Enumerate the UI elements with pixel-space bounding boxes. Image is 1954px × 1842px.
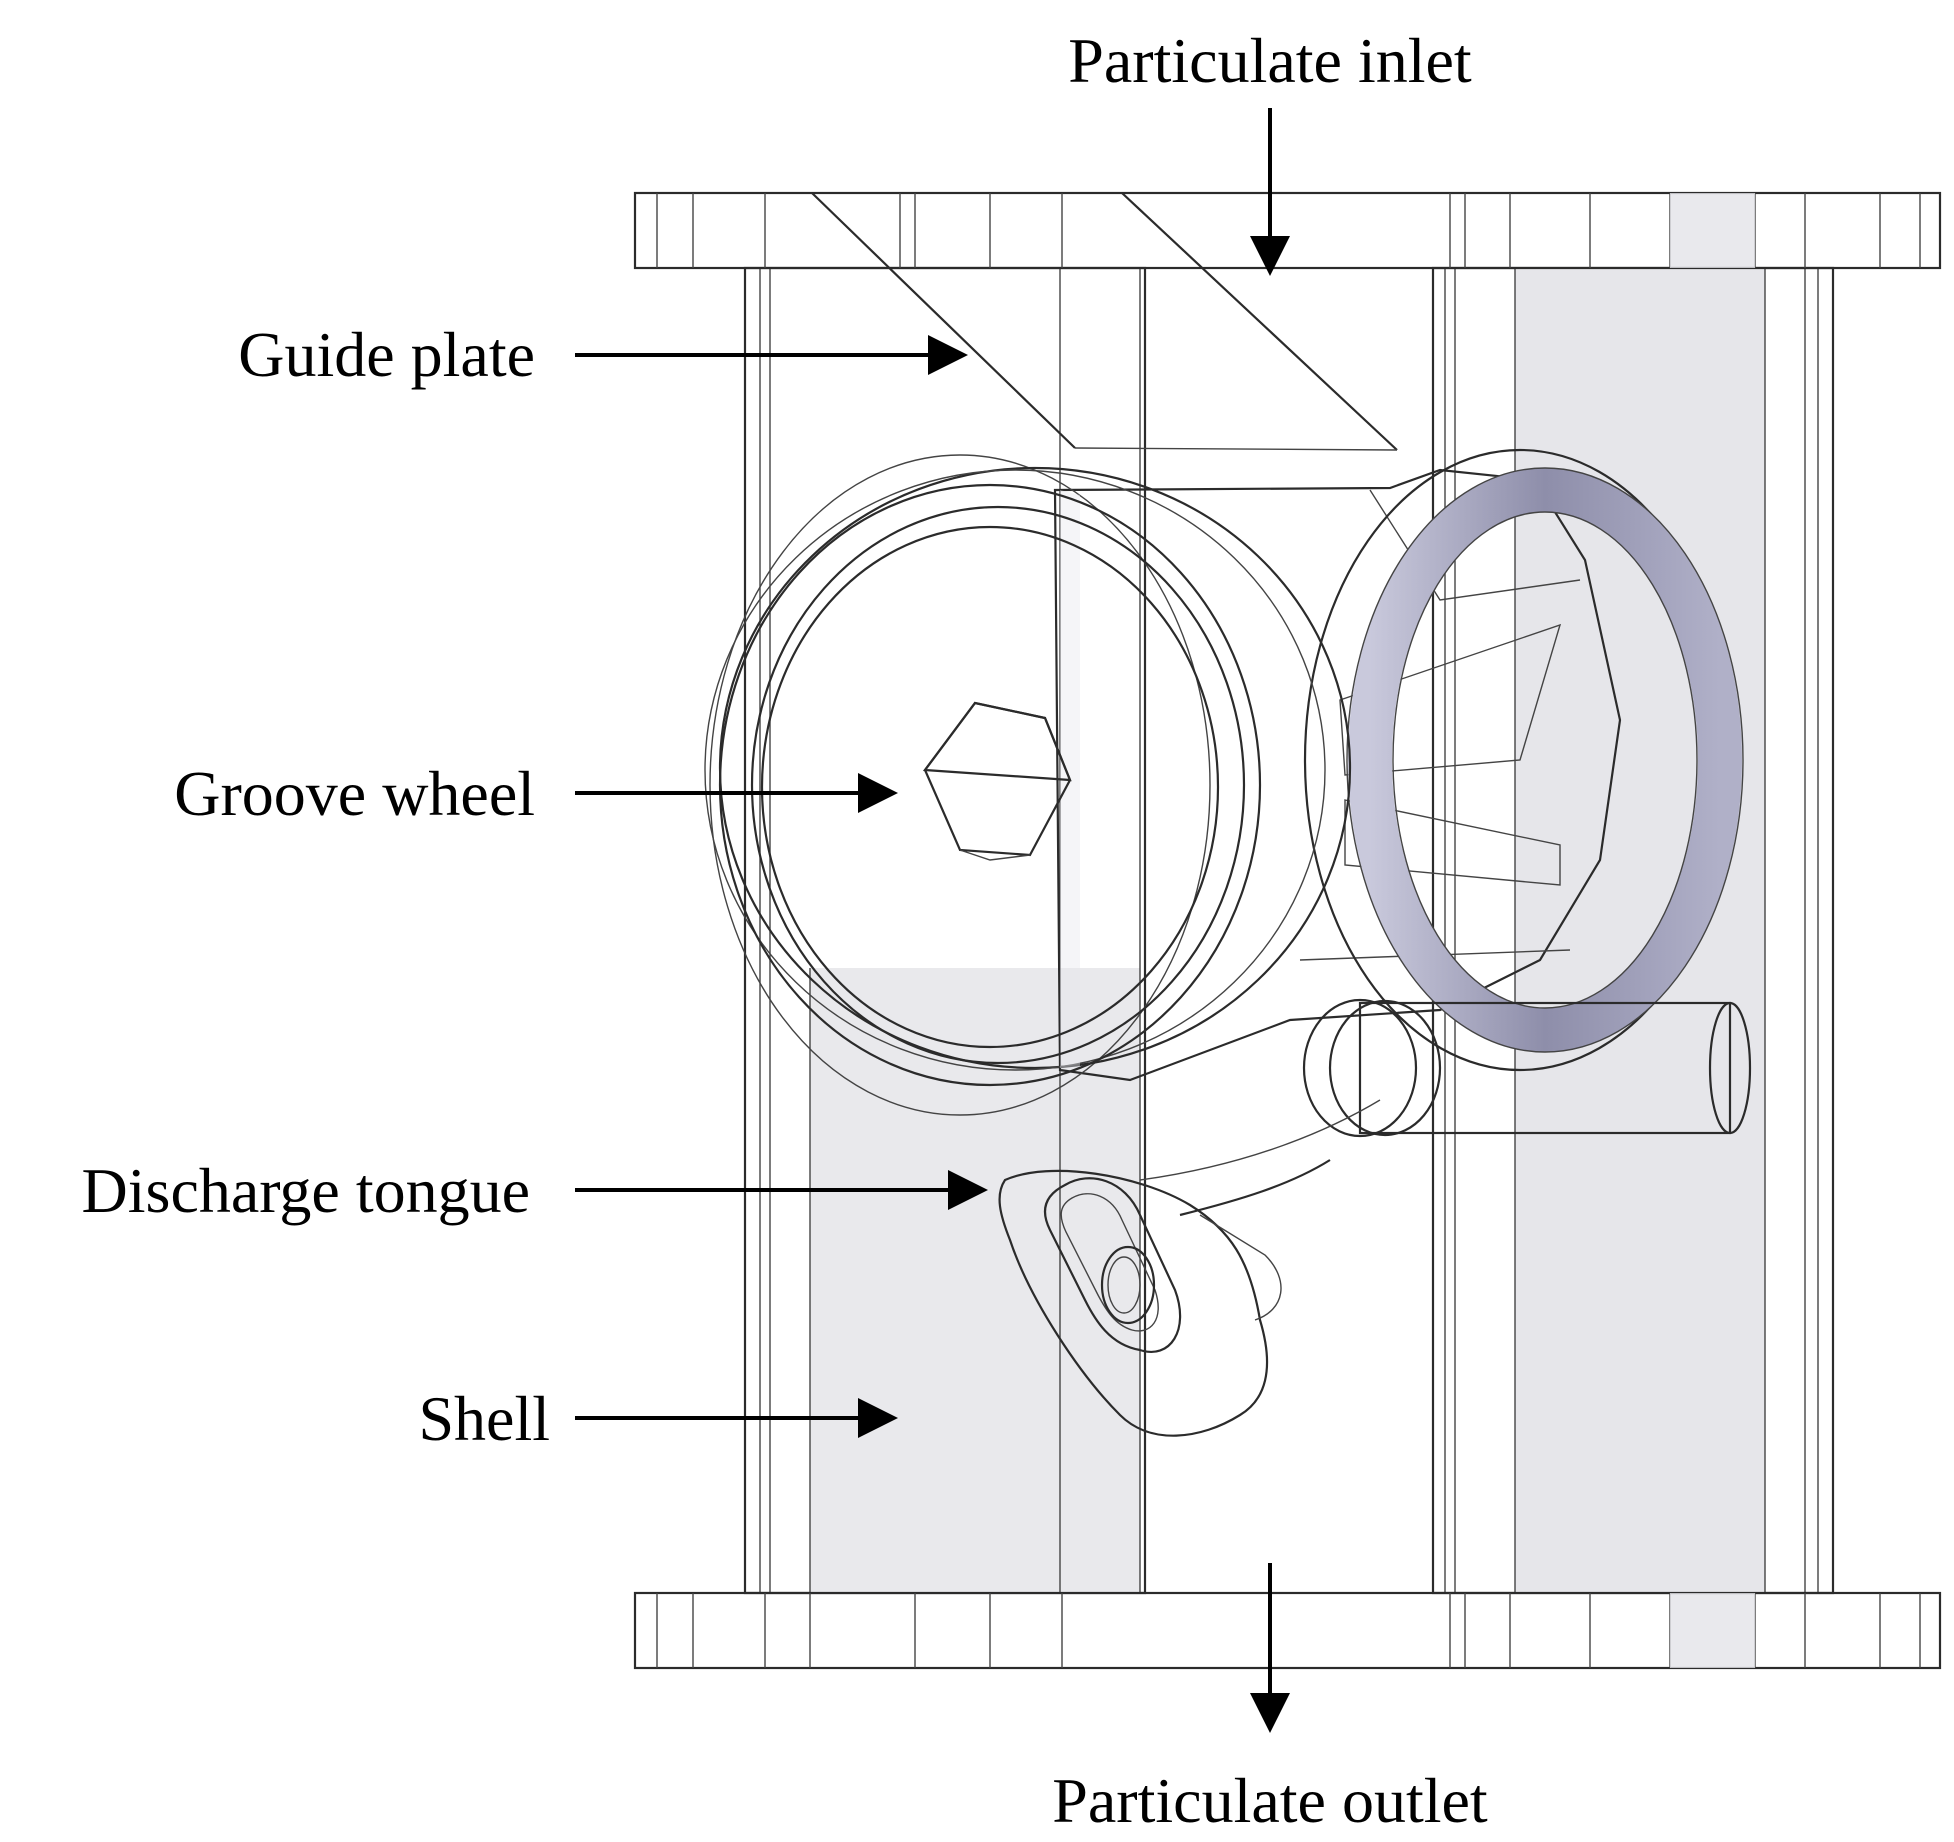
groove-wheel-label: Groove wheel [174, 758, 535, 829]
guide-plate-label: Guide plate [238, 319, 535, 390]
labels: Particulate inlet Particulate outlet Gui… [82, 25, 1488, 1836]
discharge-tongue-label: Discharge tongue [82, 1155, 530, 1226]
discharge-tongue [998, 1159, 1331, 1437]
inlet-label: Particulate inlet [1068, 25, 1472, 96]
bottom-flange [633, 1591, 1942, 1670]
shell-label: Shell [418, 1383, 550, 1454]
guide-plate [811, 192, 1398, 451]
shaft-rod [1302, 998, 1752, 1138]
groove-wheel [704, 454, 1352, 1116]
hex-socket [922, 701, 1072, 861]
rotor-body [1053, 448, 1744, 1082]
outlet-label: Particulate outlet [1052, 1765, 1488, 1836]
shell [633, 191, 1942, 1670]
arrows [575, 108, 1290, 1733]
